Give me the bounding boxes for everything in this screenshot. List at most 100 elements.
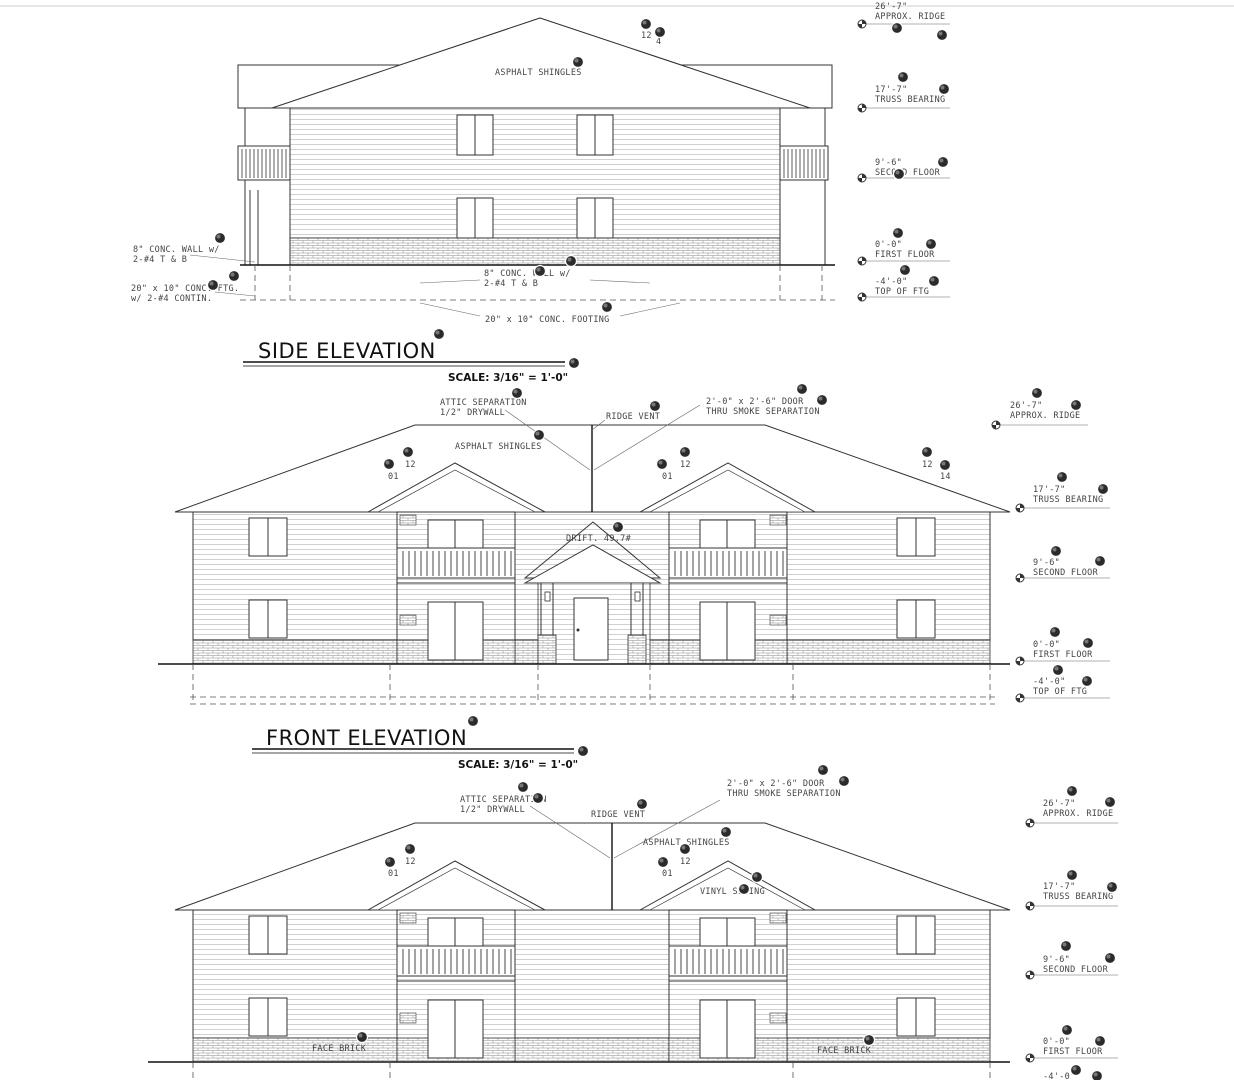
rear-left-balcony	[396, 945, 516, 982]
comment-pin-icon[interactable]	[611, 520, 625, 534]
comment-pin-icon[interactable]	[635, 797, 649, 811]
comment-pin-icon[interactable]	[382, 457, 396, 471]
svg-text:0'-0": 0'-0"	[1043, 1037, 1070, 1047]
comment-pin-icon[interactable]	[1049, 544, 1063, 558]
comment-pin-icon[interactable]	[837, 774, 851, 788]
svg-text:APPROX. RIDGE: APPROX. RIDGE	[1043, 809, 1113, 819]
svg-text:-4'-0": -4'-0"	[875, 277, 908, 287]
comment-pin-icon[interactable]	[1069, 398, 1083, 412]
svg-text:TOP OF FTG: TOP OF FTG	[1033, 687, 1087, 697]
comment-pin-icon[interactable]	[1059, 939, 1073, 953]
comment-pin-icon[interactable]	[466, 714, 480, 728]
comment-pin-icon[interactable]	[576, 744, 590, 758]
svg-text:12: 12	[922, 460, 933, 470]
comment-pin-icon[interactable]	[206, 278, 220, 292]
comment-pin-icon[interactable]	[401, 445, 415, 459]
svg-text:12: 12	[680, 857, 691, 867]
svg-text:2'-0" x 2'-6" DOOR: 2'-0" x 2'-6" DOOR	[706, 397, 804, 407]
svg-text:THRU SMOKE SEPARATION: THRU SMOKE SEPARATION	[706, 407, 820, 417]
comment-pin-icon[interactable]	[678, 445, 692, 459]
comment-pin-icon[interactable]	[1065, 784, 1079, 798]
front-elevation-drawing	[158, 404, 1011, 705]
comment-pin-icon[interactable]	[898, 263, 912, 277]
comment-pin-icon[interactable]	[719, 825, 733, 839]
comment-pin-icon[interactable]	[862, 1033, 876, 1047]
comment-pin-icon[interactable]	[935, 28, 949, 42]
svg-text:FACE BRICK: FACE BRICK	[817, 1046, 872, 1056]
comment-pin-icon[interactable]	[227, 269, 241, 283]
comment-pin-icon[interactable]	[656, 855, 670, 869]
side-pitch-rise: 12	[641, 31, 652, 41]
comment-pin-icon[interactable]	[924, 237, 938, 251]
comment-pin-icon[interactable]	[936, 155, 950, 169]
comment-pin-icon[interactable]	[1096, 482, 1110, 496]
comment-pin-icon[interactable]	[920, 445, 934, 459]
svg-text:RIDGE VENT: RIDGE VENT	[606, 412, 660, 422]
comment-pin-icon[interactable]	[678, 842, 692, 856]
comment-pin-icon[interactable]	[1103, 951, 1117, 965]
comment-pin-icon[interactable]	[1093, 554, 1107, 568]
comment-pin-icon[interactable]	[927, 274, 941, 288]
comment-pin-icon[interactable]	[1030, 386, 1044, 400]
comment-pin-icon[interactable]	[1105, 880, 1119, 894]
comment-pin-icon[interactable]	[891, 226, 905, 240]
side-elevation-drawing	[189, 17, 835, 317]
comment-pin-icon[interactable]	[564, 254, 578, 268]
comment-pin-icon[interactable]	[655, 457, 669, 471]
svg-text:RIDGE VENT: RIDGE VENT	[591, 810, 645, 820]
comment-pin-icon[interactable]	[816, 763, 830, 777]
svg-text:SECOND FLOOR: SECOND FLOOR	[1043, 965, 1109, 975]
front-elevation-labels: ATTIC SEPARATION 1/2" DRYWALL RIDGE VENT…	[252, 397, 951, 771]
comment-pin-icon[interactable]	[1093, 1034, 1107, 1048]
comment-pin-icon[interactable]	[355, 1030, 369, 1044]
comment-pin-icon[interactable]	[1048, 625, 1062, 639]
comment-pin-icon[interactable]	[1090, 1069, 1104, 1080]
comment-pin-icon[interactable]	[648, 399, 662, 413]
comment-pin-icon[interactable]	[213, 231, 227, 245]
comment-pin-icon[interactable]	[1060, 1023, 1074, 1037]
comment-pin-icon[interactable]	[571, 55, 585, 69]
comment-pin-icon[interactable]	[531, 791, 545, 805]
comment-pin-icon[interactable]	[383, 855, 397, 869]
comment-pin-icon[interactable]	[896, 70, 910, 84]
comment-pin-icon[interactable]	[1081, 636, 1095, 650]
comment-pin-icon[interactable]	[403, 842, 417, 856]
comment-pin-icon[interactable]	[510, 386, 524, 400]
comment-pin-icon[interactable]	[1055, 470, 1069, 484]
comment-pin-icon[interactable]	[892, 167, 906, 181]
comment-pin-icon[interactable]	[432, 327, 446, 341]
comment-pin-icon[interactable]	[737, 882, 751, 896]
comment-pin-icon[interactable]	[639, 17, 653, 31]
comment-pin-icon[interactable]	[653, 25, 667, 39]
comment-pin-icon[interactable]	[937, 82, 951, 96]
front-right-balcony	[668, 547, 788, 584]
comment-pin-icon[interactable]	[795, 382, 809, 396]
svg-text:VINYL SIDING: VINYL SIDING	[700, 887, 765, 897]
comment-pin-icon[interactable]	[1069, 1063, 1083, 1077]
comment-pin-icon[interactable]	[938, 458, 952, 472]
side-elevation-scale: SCALE: 3/16" = 1'-0"	[448, 372, 568, 384]
side-right-railing	[779, 145, 829, 181]
comment-pin-icon[interactable]	[516, 780, 530, 794]
comment-pin-icon[interactable]	[533, 264, 547, 278]
comment-pin-icon[interactable]	[532, 428, 546, 442]
svg-text:APPROX. RIDGE: APPROX. RIDGE	[875, 12, 945, 22]
comment-pin-icon[interactable]	[815, 393, 829, 407]
comment-pin-icon[interactable]	[1080, 674, 1094, 688]
front-level-markers: 26'-7" APPROX. RIDGE 17'-7" TRUSS BEARIN…	[991, 401, 1110, 703]
comment-pin-icon[interactable]	[600, 300, 614, 314]
side-ftg-left-2: w/ 2-#4 CONTIN.	[131, 294, 212, 304]
svg-text:TRUSS BEARING: TRUSS BEARING	[1033, 495, 1103, 505]
svg-text:FIRST FLOOR: FIRST FLOOR	[1033, 650, 1093, 660]
comment-pin-icon[interactable]	[567, 356, 581, 370]
side-footing-label: 20" x 10" CONC. FOOTING	[485, 315, 610, 325]
svg-text:12: 12	[405, 857, 416, 867]
svg-text:FIRST FLOOR: FIRST FLOOR	[1043, 1047, 1103, 1057]
comment-pin-icon[interactable]	[1065, 868, 1079, 882]
comment-pin-icon[interactable]	[890, 21, 904, 35]
comment-pin-icon[interactable]	[1103, 795, 1117, 809]
comment-pin-icon[interactable]	[1051, 663, 1065, 677]
comment-pin-icon[interactable]	[750, 870, 764, 884]
svg-text:1/2" DRYWALL: 1/2" DRYWALL	[440, 408, 505, 418]
